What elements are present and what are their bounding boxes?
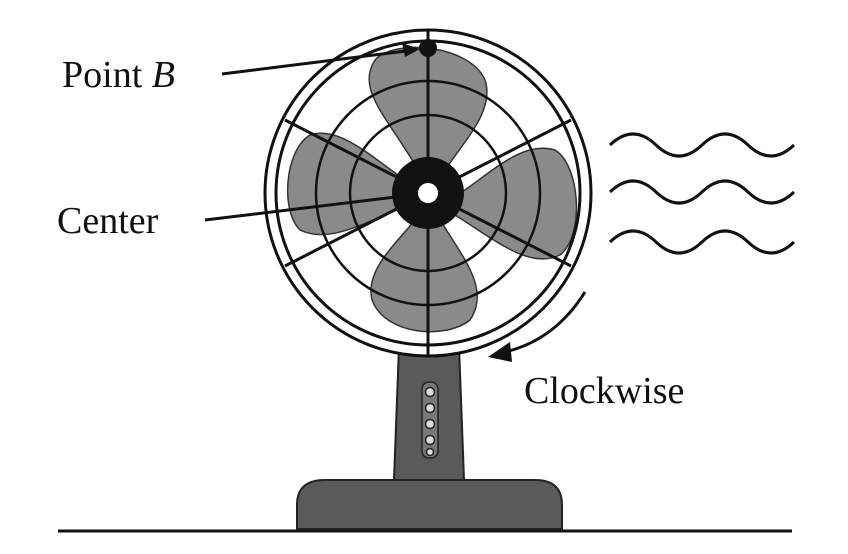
point-b-marker <box>419 39 437 57</box>
point-b-arrow <box>221 48 415 76</box>
control-buttons <box>421 381 439 459</box>
fan-base <box>296 479 563 530</box>
clockwise-label: Clockwise <box>524 370 685 412</box>
center-point <box>418 183 438 203</box>
point-b-label: Point B <box>62 56 175 94</box>
center-arrow <box>204 193 413 222</box>
point-b-prefix: Point <box>62 54 143 96</box>
clockwise-arrow <box>504 291 587 354</box>
wind-lines <box>608 132 796 255</box>
point-b-letter: B <box>151 54 175 96</box>
center-label: Center <box>57 200 159 242</box>
